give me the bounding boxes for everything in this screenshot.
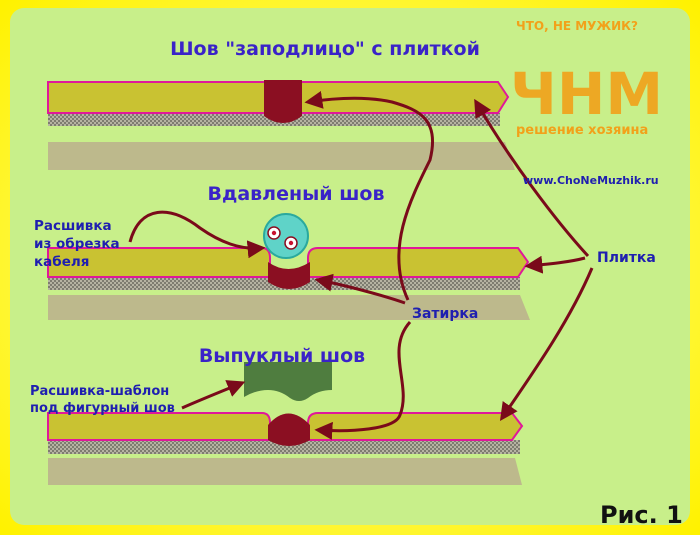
tile-label: Плитка [597,250,656,266]
cable-label-line-1: Расшивка [34,218,112,234]
convex-tile-right [307,412,524,441]
cable-core-dot-icon [288,240,294,246]
grout-arrow-bottom [314,321,412,440]
grout-arrow-middle [314,273,406,305]
template-label-line-2: под фигурный шов [30,401,175,416]
template-arrow [181,380,246,410]
flush-base-layer [48,142,515,170]
pressed-base-layer [48,295,530,320]
tile-arrow-top [474,98,590,258]
cable-core-dot-icon [271,230,277,236]
logo-slogan: решение хозяина [516,123,648,138]
figure-number: Рис. 1 [600,501,683,529]
cable-label-line-3: кабеля [34,254,89,270]
tile-arrow-bottom [499,267,594,421]
convex-seam-section [47,362,524,485]
tile-arrow-middle [524,255,586,274]
convex-seam-title: Выпуклый шов [199,345,365,367]
pressed-seam-section [47,213,530,320]
cable-arrow [128,210,266,259]
logo-letters: ЧНМ [510,60,663,128]
annotation-arrows [128,90,594,440]
flush-seam-section [47,80,515,170]
logo-question: ЧТО, НЕ МУЖИК? [516,19,638,33]
convex-adhesive-layer [48,440,520,454]
cable-label-line-2: из обрезка [34,236,120,252]
convex-base-layer [48,458,522,485]
template-label-line-1: Расшивка-шаблон [30,384,169,399]
convex-grout [268,413,310,446]
site-logo: ЧТО, НЕ МУЖИК? ЧНМ решение хозяина www.C… [510,19,663,187]
convex-tile-left [47,412,271,441]
cable-tool-icon [263,213,309,259]
site-url: www.ChoNeMuzhik.ru [523,174,659,187]
pressed-grout [268,262,310,289]
flush-seam-title: Шов "заподлицо" с плиткой [170,38,480,60]
template-tool-icon [244,362,332,401]
grout-arrow-top [304,90,435,301]
pressed-tile-right [307,247,530,278]
pressed-seam-title: Вдавленый шов [208,183,385,205]
grout-label: Затирка [412,306,478,322]
flush-grout [264,80,302,123]
